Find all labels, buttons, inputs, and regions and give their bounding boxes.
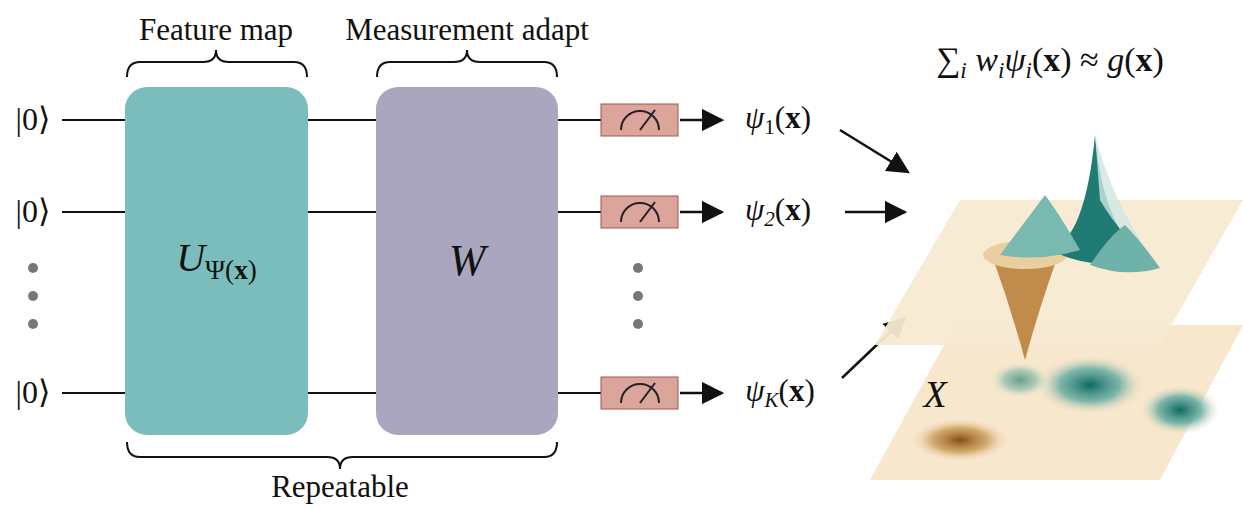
bracket-label: Repeatable: [271, 470, 409, 504]
box-label: UΨ(x): [176, 236, 257, 286]
approximation-formula: ∑i wiψi(x) ≈ g(x): [936, 41, 1164, 83]
output-feature: ψK(x): [745, 374, 814, 412]
qubit-wire: [308, 119, 376, 121]
qubit-state: |0⟩: [16, 194, 51, 229]
qubit-state: |0⟩: [16, 102, 51, 137]
qubit-wire: [308, 211, 376, 213]
bracket-label: Measurement adapt: [345, 13, 589, 47]
measurement-meters: [601, 104, 678, 409]
qubit-wire: [308, 392, 376, 394]
domain-symbol: X: [923, 374, 946, 416]
output-feature: ψ2(x): [745, 193, 811, 231]
qubit-state: |0⟩: [16, 375, 51, 410]
feature-map-box: UΨ(x): [125, 87, 308, 435]
output-arrows: [680, 120, 908, 393]
output-feature: ψ1(x): [745, 101, 811, 139]
bracket-label: Feature map: [139, 13, 293, 47]
box-label: W: [449, 237, 486, 285]
function-surface-plot: [870, 135, 1243, 480]
measurement-adapt-box: W: [376, 87, 558, 435]
